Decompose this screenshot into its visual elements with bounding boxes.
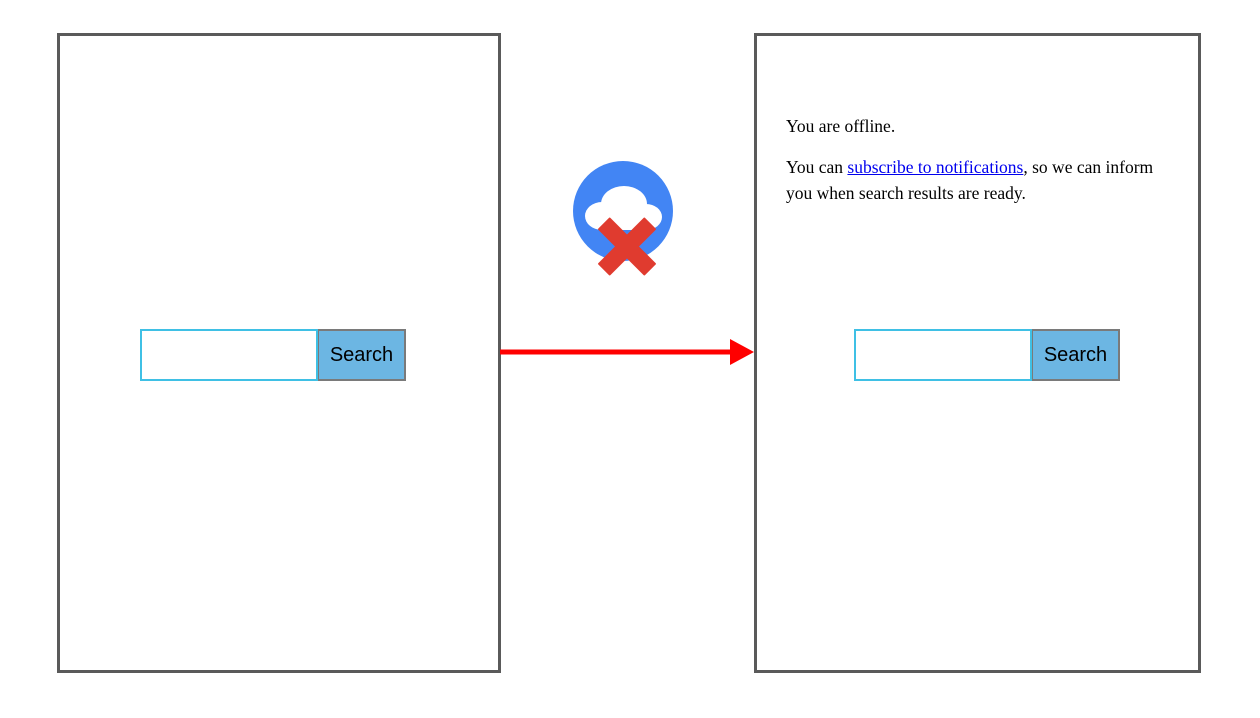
flow-arrow [500,334,756,370]
right-phone-frame: You are offline. You can subscribe to no… [754,33,1201,673]
search-bar-right: Search [854,329,1120,381]
subscribe-to-notifications-link[interactable]: subscribe to notifications [847,157,1024,178]
offline-text-after-link: , so we can inform you when search resul… [786,157,1154,203]
search-input-left[interactable] [140,329,318,381]
cross-mark [598,217,656,276]
search-input-right[interactable] [854,329,1032,381]
offline-text-before-link: You can [786,157,848,178]
search-button-right[interactable]: Search [1032,329,1120,381]
offline-cloud-icon [572,160,684,285]
search-bar-left: Search [140,329,406,381]
left-phone-frame: Search [57,33,501,673]
search-button-left[interactable]: Search [318,329,406,381]
offline-message: You are offline. You can subscribe to no… [786,114,1176,206]
arrow-head [730,339,754,365]
offline-status-line: You are offline. [786,116,896,136]
offline-subscribe-line: You can subscribe to notifications, so w… [786,155,1176,206]
